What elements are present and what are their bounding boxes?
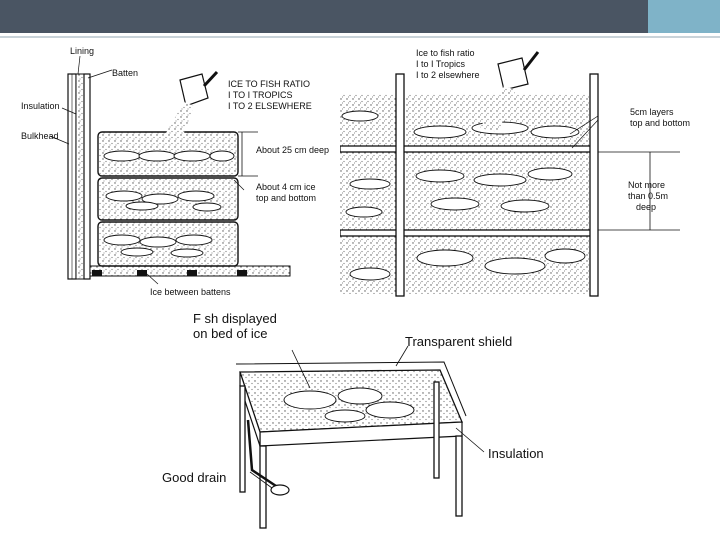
header-stripe — [0, 36, 720, 38]
label-ratio-elsewhere: I TO 2 ELSEWHERE — [228, 101, 312, 111]
label-ice-top-bottom-1: About 4 cm ice — [256, 182, 316, 192]
label-ice-between: Ice between battens — [150, 287, 231, 297]
label-bulkhead: Bulkhead — [21, 131, 59, 141]
header-bar — [0, 0, 720, 33]
fish-display-counter-diagram — [235, 345, 485, 529]
label-shelf-ratio-3: I to 2 elsewhere — [416, 70, 480, 80]
label-lining: Lining — [70, 46, 95, 56]
fish-hold-shelves-diagram — [340, 51, 680, 297]
label-fish-displayed-2: on bed of ice — [193, 326, 268, 341]
label-insulation: Insulation — [21, 101, 60, 111]
label-ice-top-bottom-2: top and bottom — [256, 193, 317, 203]
label-shelf-ratio-2: I to I Tropics — [416, 59, 466, 69]
label-shelf-depth-1: Not more — [628, 180, 666, 190]
label-display-insulation: Insulation — [488, 446, 544, 461]
label-fish-displayed-1: F sh displayed — [193, 311, 277, 326]
header-accent — [648, 0, 720, 33]
label-shelf-layers-2: top and bottom — [630, 118, 691, 128]
label-transparent-shield: Transparent shield — [405, 334, 513, 349]
label-shelf-ratio-1: Ice to fish ratio — [416, 48, 475, 58]
label-shelf-depth-3: deep — [636, 202, 657, 212]
label-shelf-layers-1: 5cm layers — [630, 107, 674, 117]
label-depth: About 25 cm deep — [256, 145, 330, 155]
fish-hold-boxes-diagram — [49, 55, 291, 285]
label-good-drain: Good drain — [162, 470, 227, 485]
label-ratio-title: ICE TO FISH RATIO — [228, 79, 311, 89]
label-shelf-depth-2: than 0.5m — [628, 191, 669, 201]
label-batten: Batten — [112, 68, 139, 78]
label-ratio-tropics: I TO I TROPICS — [228, 90, 293, 100]
